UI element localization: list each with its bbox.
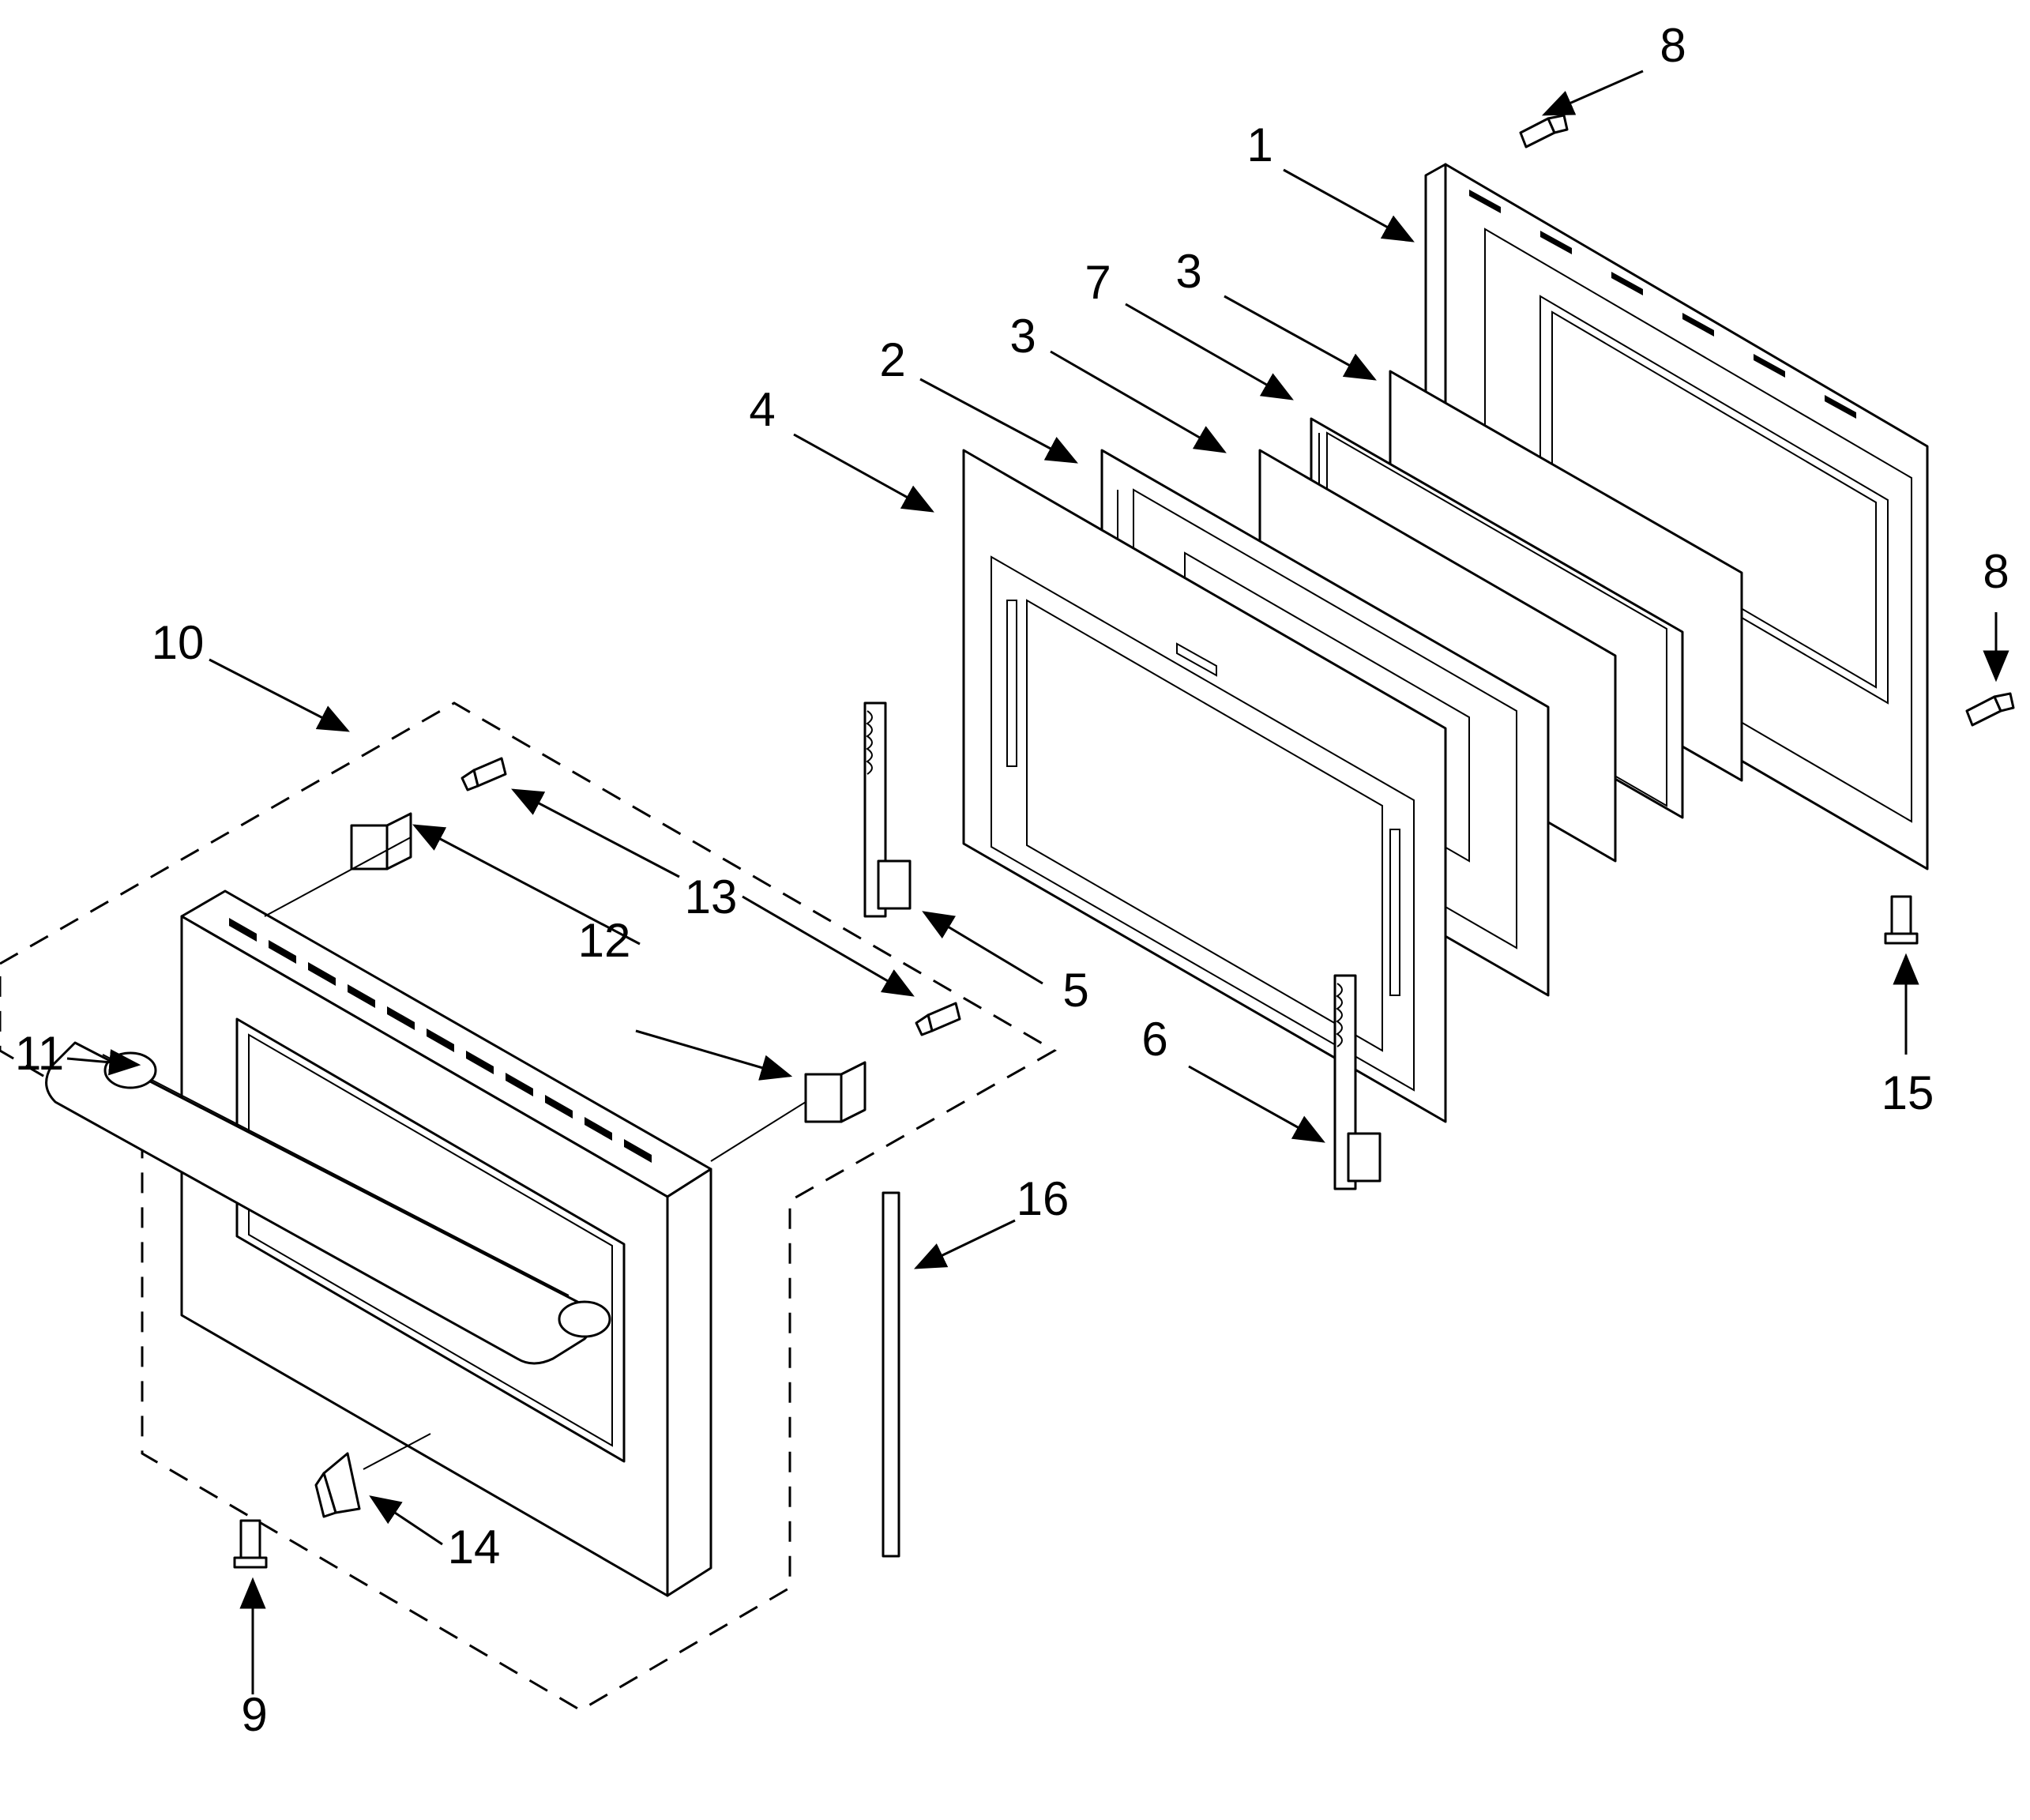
door-screw-bottom xyxy=(1884,895,1919,945)
handle-bracket-lower xyxy=(804,1061,867,1123)
callout-7: 7 xyxy=(1085,256,1111,309)
callout-11: 11 xyxy=(15,1027,64,1080)
door-screw-top xyxy=(1519,114,1569,149)
callout-1: 1 xyxy=(1246,118,1273,171)
door-screw-side xyxy=(1965,692,2015,727)
door-screw-front xyxy=(233,1519,268,1569)
callout-3-upper: 3 xyxy=(1175,245,1201,298)
leader-lines xyxy=(66,70,2009,1694)
door-hinge-right xyxy=(1333,974,1382,1190)
callout-12: 12 xyxy=(578,914,631,967)
handle-screw-lower xyxy=(915,1002,961,1036)
assembly-line-bracket-upper xyxy=(264,837,412,917)
door-frame xyxy=(962,449,1447,1123)
callout-10: 10 xyxy=(152,616,205,669)
assembly-line-clip xyxy=(363,1433,431,1470)
callout-8-side: 8 xyxy=(1983,545,2009,598)
callout-4: 4 xyxy=(749,383,775,436)
handle-bracket-upper xyxy=(350,812,412,871)
door-clip xyxy=(314,1452,361,1518)
callout-5: 5 xyxy=(1062,964,1088,1017)
callout-2: 2 xyxy=(879,333,905,386)
callout-13: 13 xyxy=(685,871,738,923)
callout-14: 14 xyxy=(448,1521,501,1574)
assembly-line-bracket-lower xyxy=(710,1101,806,1162)
callout-3-lower: 3 xyxy=(1009,310,1036,363)
door-hinge-left xyxy=(863,701,912,918)
door-gasket-strip xyxy=(882,1191,900,1558)
callout-15: 15 xyxy=(1882,1066,1934,1119)
callout-9: 9 xyxy=(241,1688,267,1741)
door-handle xyxy=(45,1041,611,1365)
callout-8-top: 8 xyxy=(1660,19,1686,72)
handle-screw-upper xyxy=(461,757,507,792)
callout-6: 6 xyxy=(1141,1013,1167,1066)
callout-16: 16 xyxy=(1017,1172,1070,1225)
